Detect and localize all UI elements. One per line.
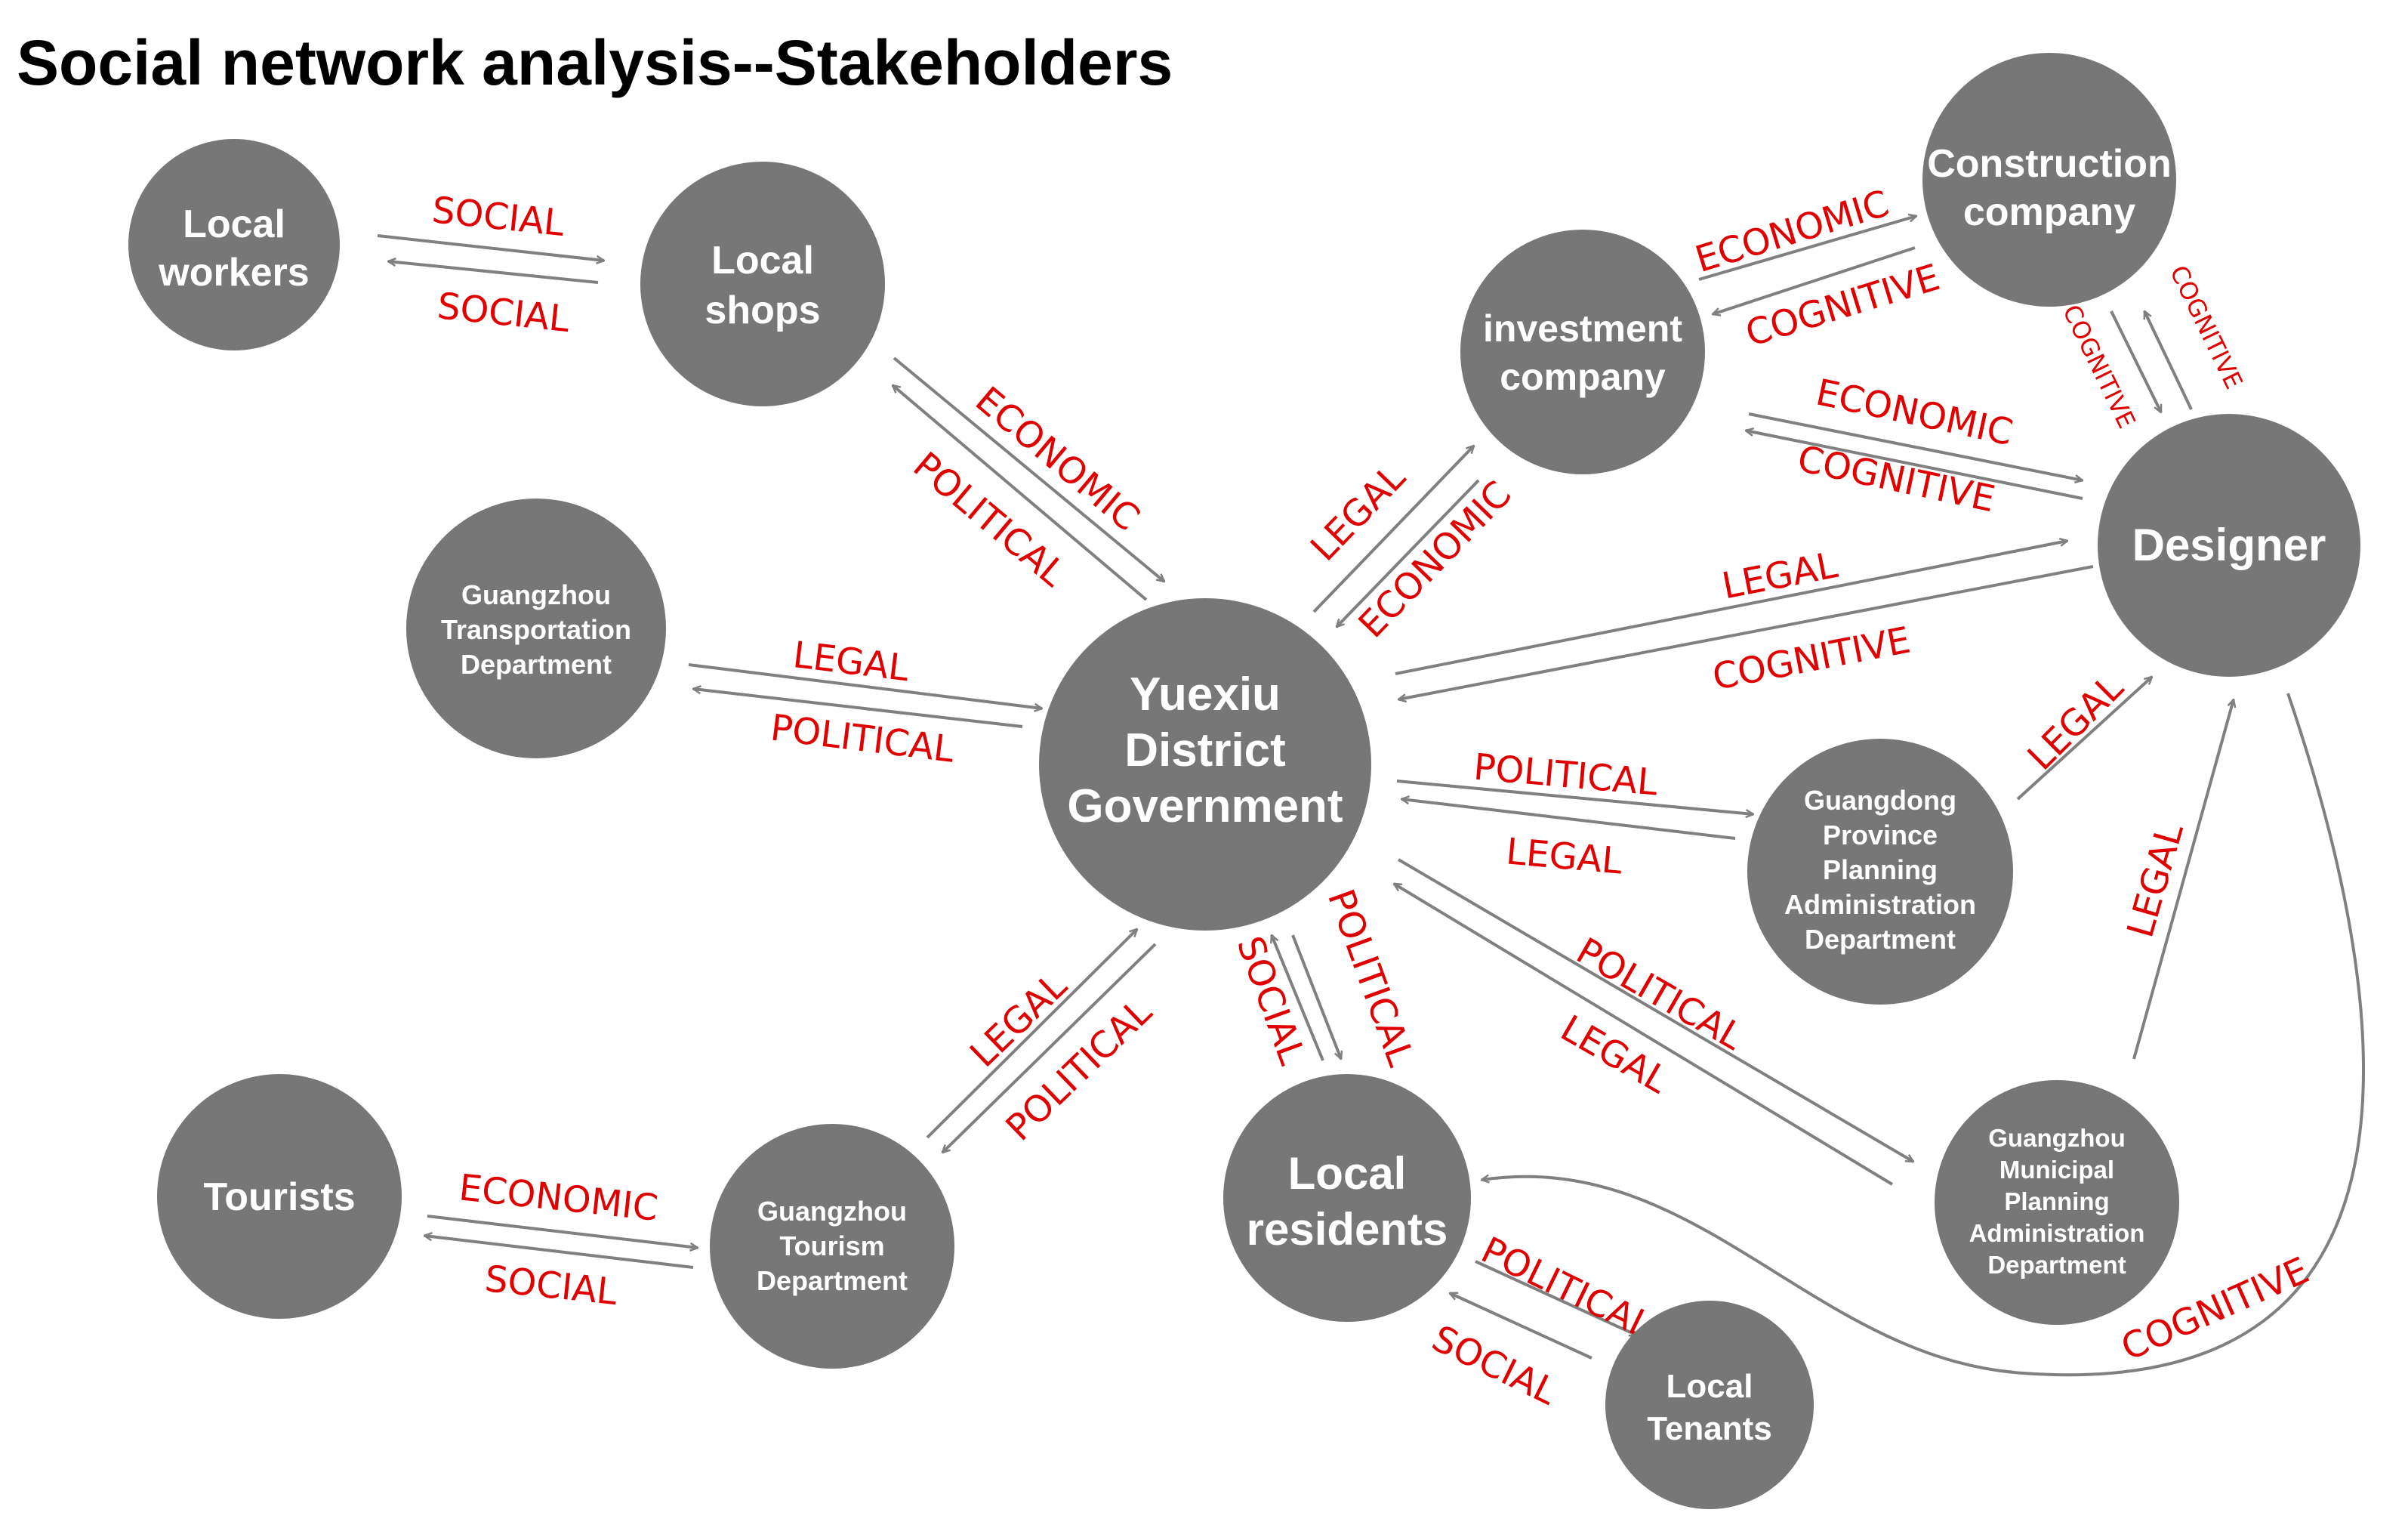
relation-label: LEGAL <box>2019 666 2132 779</box>
edge-gz-planning-designer: LEGAL <box>2120 699 2234 1060</box>
edge-government-gd-planning: POLITICAL LEGAL <box>1396 746 1753 883</box>
relation-label: SOCIAL <box>435 285 572 341</box>
edge-tourists-tourism: ECONOMIC SOCIAL <box>424 1166 698 1314</box>
relation-label: POLITICAL <box>1475 1229 1659 1347</box>
relation-label: LEGAL <box>2120 819 2192 943</box>
relation-label: COGNITIVE <box>2164 261 2249 394</box>
relation-label: COGNITIVE <box>1709 619 1913 699</box>
node-tourists: Tourists <box>157 1074 402 1319</box>
edge-shops-government: ECONOMIC POLITICAL <box>893 357 1164 601</box>
relation-label: COGNITIVE <box>1794 437 1999 520</box>
edge-investment-designer: ECONOMIC COGNITIVE <box>1746 371 2083 520</box>
edge-transport-government: LEGAL POLITICAL <box>688 634 1042 771</box>
edge-workers-shops: SOCIAL SOCIAL <box>377 189 604 341</box>
node-label: Tourists <box>203 1175 355 1219</box>
node-label: Designer <box>2132 520 2326 570</box>
relation-label: POLITICAL <box>1472 746 1659 804</box>
node-designer: Designer <box>2098 414 2360 677</box>
relation-label: LEGAL <box>1553 1007 1675 1102</box>
relation-label: LEGAL <box>791 634 911 690</box>
relation-label: LEGAL <box>1504 830 1623 882</box>
relation-label: COGNITIVE <box>2057 300 2141 433</box>
relation-label: SOCIAL <box>430 189 566 245</box>
edge-government-designer: LEGAL COGNITIVE <box>1395 541 2094 699</box>
edge-investment-construction: ECONOMIC COGNITIVE <box>1691 182 1945 355</box>
relation-label: SOCIAL <box>1426 1317 1564 1413</box>
relation-label: SOCIAL <box>483 1258 619 1314</box>
edge-government-investment: LEGAL ECONOMIC <box>1303 446 1519 646</box>
relation-label: ECONOMIC <box>457 1166 660 1229</box>
diagram-title: Social network analysis--Stakeholders <box>17 27 1173 98</box>
relation-label: LEGAL <box>1303 456 1414 570</box>
relation-label: ECONOMIC <box>1812 371 2016 454</box>
relation-label: LEGAL <box>962 965 1075 1076</box>
edge-tourism-government: LEGAL POLITICAL <box>926 929 1160 1153</box>
edge-gd-planning-designer: LEGAL <box>2016 666 2152 801</box>
